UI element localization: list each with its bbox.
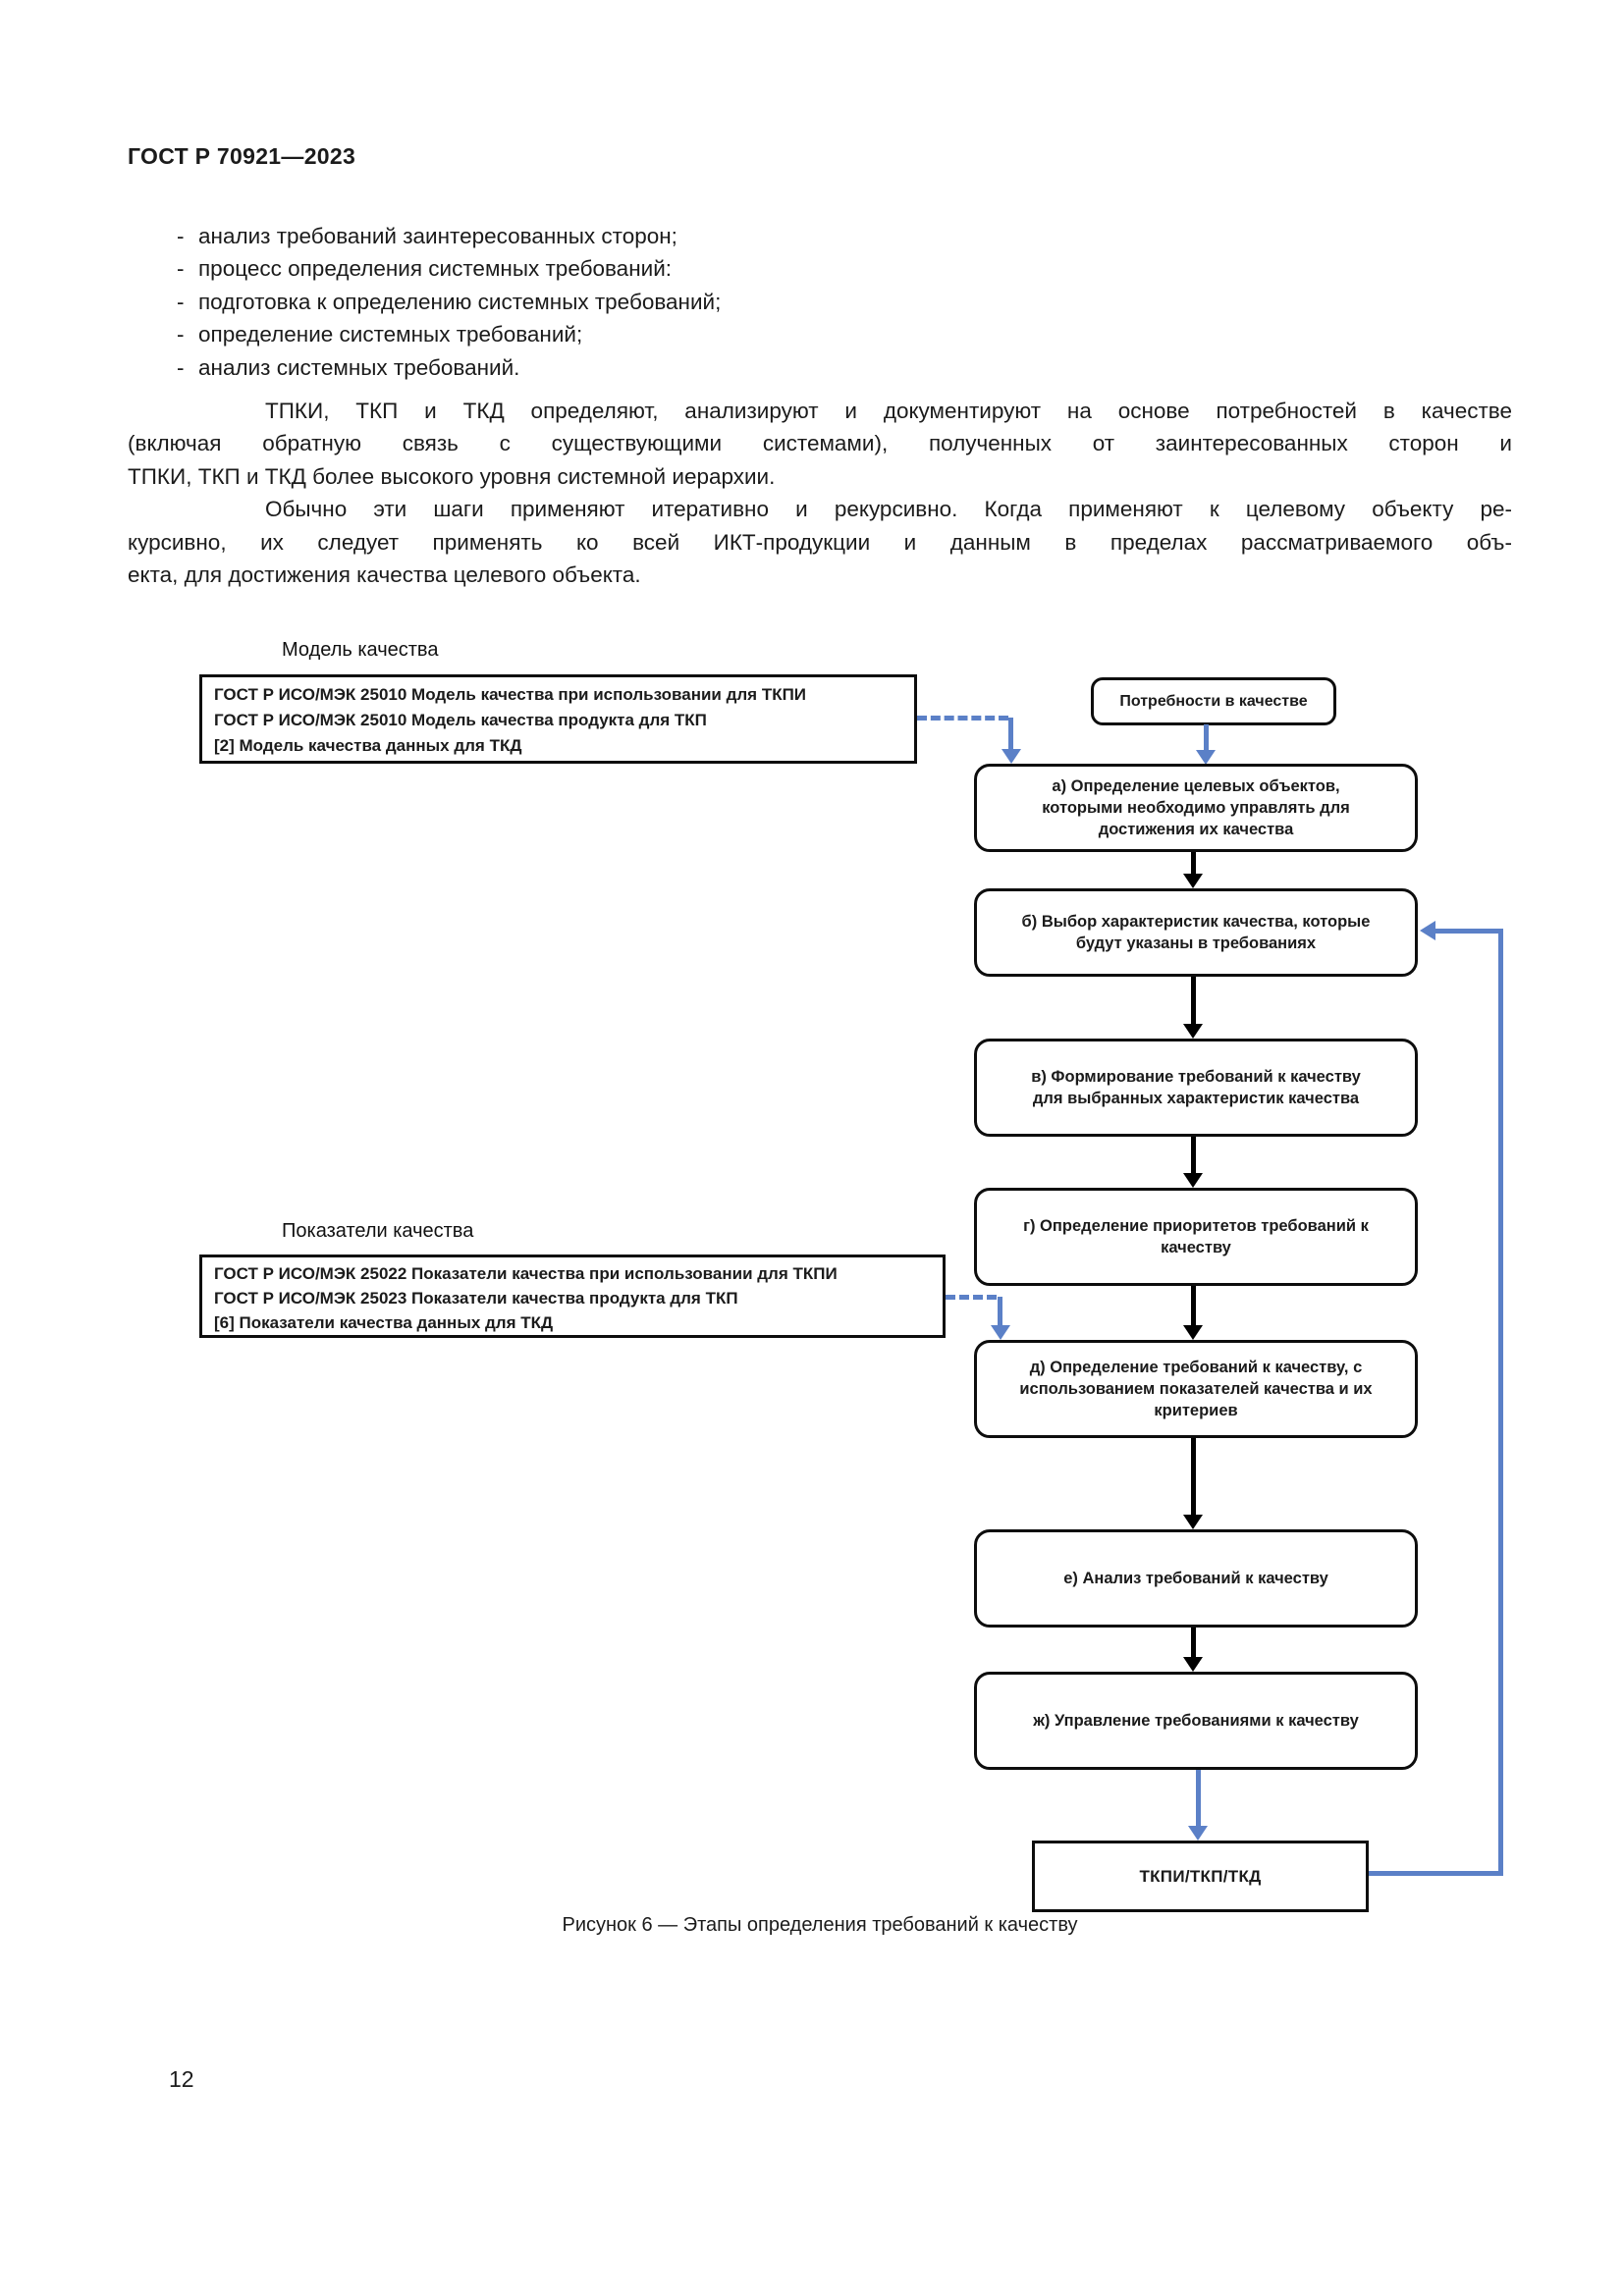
feedback-line-bottom xyxy=(1369,1871,1503,1876)
arrow-a-to-b xyxy=(1191,852,1196,875)
dashed-connector-metrics-stem xyxy=(998,1297,1002,1326)
list-item-text: процесс определения системных требований… xyxy=(198,256,673,282)
ref-line: [2] Модель качества данных для ТКД xyxy=(214,736,522,755)
arrowhead-down-icon xyxy=(1183,1657,1203,1672)
bullet-list: - анализ требований заинтересованных сто… xyxy=(177,220,1453,384)
arrow-v-to-g xyxy=(1191,1137,1196,1174)
bullet-marker: - xyxy=(177,289,185,314)
ref-line: ГОСТ Р ИСО/МЭК 25022 Показатели качества… xyxy=(214,1264,838,1283)
step-box-a: а) Определение целевых объектов, которым… xyxy=(974,764,1418,852)
arrowhead-down-icon xyxy=(1188,1826,1208,1841)
arrowhead-left-icon xyxy=(1420,921,1435,940)
list-item: - подготовка к определению системных тре… xyxy=(177,286,1453,318)
list-item: - анализ системных требований. xyxy=(177,351,1453,384)
body-text: ТПКИ, ТКП и ТКД определяют, анализируют … xyxy=(128,395,1512,591)
arrowhead-down-icon xyxy=(1001,749,1021,764)
page-number: 12 xyxy=(169,2066,194,2092)
feedback-line-vertical xyxy=(1498,929,1503,1876)
bullet-marker: - xyxy=(177,322,185,347)
ref-line: ГОСТ Р ИСО/МЭК 25010 Модель качества при… xyxy=(214,685,807,704)
paragraph-line: ТПКИ, ТКП и ТКД определяют, анализируют … xyxy=(265,399,1512,423)
arrowhead-down-icon xyxy=(1183,1325,1203,1340)
step-box-b: б) Выбор характеристик качества, которые… xyxy=(974,888,1418,977)
step-box-e: е) Анализ требований к качеству xyxy=(974,1529,1418,1628)
list-item-text: подготовка к определению системных требо… xyxy=(198,289,722,314)
arrow-e-to-zh xyxy=(1191,1628,1196,1658)
quality-metrics-label: Показатели качества xyxy=(282,1220,474,1242)
quality-model-ref-box: ГОСТ Р ИСО/МЭК 25010 Модель качества при… xyxy=(199,674,917,764)
bullet-marker: - xyxy=(177,224,185,248)
bullet-marker: - xyxy=(177,354,185,380)
step-box-zh: ж) Управление требованиями к качеству xyxy=(974,1672,1418,1770)
ref-line: ГОСТ Р ИСО/МЭК 25010 Модель качества про… xyxy=(214,711,707,729)
quality-metrics-ref-box: ГОСТ Р ИСО/МЭК 25022 Показатели качества… xyxy=(199,1255,946,1338)
arrowhead-down-icon xyxy=(1183,1173,1203,1188)
arrow-needs-to-a xyxy=(1204,724,1209,751)
paragraph-line: екта, для достижения качества целевого о… xyxy=(128,562,641,588)
quality-needs-box: Потребности в качестве xyxy=(1091,677,1336,725)
arrowhead-down-icon xyxy=(1183,874,1203,888)
arrow-b-to-v xyxy=(1191,977,1196,1025)
paragraph-line: ТПКИ, ТКП и ТКД более высокого уровня си… xyxy=(128,463,776,489)
list-item: - процесс определения системных требован… xyxy=(177,252,1453,285)
figure-caption: Рисунок 6 — Этапы определения требований… xyxy=(562,1914,1078,1936)
bullet-marker: - xyxy=(177,256,185,282)
document-title: ГОСТ Р 70921—2023 xyxy=(128,143,356,169)
model-quality-label: Модель качества xyxy=(282,639,439,661)
dashed-connector-model xyxy=(917,716,1008,721)
paragraph-line: (включая обратную связь с существующими … xyxy=(128,431,1512,456)
list-item-text: анализ системных требований. xyxy=(198,354,520,380)
list-item: - определение системных требований; xyxy=(177,318,1453,350)
paragraph-line: Обычно эти шаги применяют итеративно и р… xyxy=(265,497,1512,522)
list-item-text: определение системных требований; xyxy=(198,322,583,347)
arrowhead-down-icon xyxy=(1196,750,1216,765)
ref-line: ГОСТ Р ИСО/МЭК 25023 Показатели качества… xyxy=(214,1289,738,1308)
arrow-g-to-d xyxy=(1191,1286,1196,1326)
paragraph-line: курсивно, их следует применять ко всей И… xyxy=(128,529,1512,555)
step-box-d: д) Определение требований к качеству, с … xyxy=(974,1340,1418,1438)
dashed-connector-metrics xyxy=(946,1295,997,1300)
dashed-connector-model-stem xyxy=(1008,718,1013,750)
feedback-line-top xyxy=(1435,929,1503,934)
arrowhead-down-icon xyxy=(1183,1515,1203,1529)
list-item: - анализ требований заинтересованных сто… xyxy=(177,220,1453,252)
arrowhead-down-icon xyxy=(1183,1024,1203,1039)
list-item-text: анализ требований заинтересованных сторо… xyxy=(198,224,677,248)
step-box-v: в) Формирование требований к качеству дл… xyxy=(974,1039,1418,1137)
result-box: ТКПИ/ТКП/ТКД xyxy=(1032,1841,1369,1912)
arrow-d-to-e xyxy=(1191,1438,1196,1516)
arrowhead-down-icon xyxy=(991,1325,1010,1340)
ref-line: [6] Показатели качества данных для ТКД xyxy=(214,1313,554,1332)
step-box-g: г) Определение приоритетов требований к … xyxy=(974,1188,1418,1286)
arrow-zh-to-result xyxy=(1196,1770,1201,1827)
